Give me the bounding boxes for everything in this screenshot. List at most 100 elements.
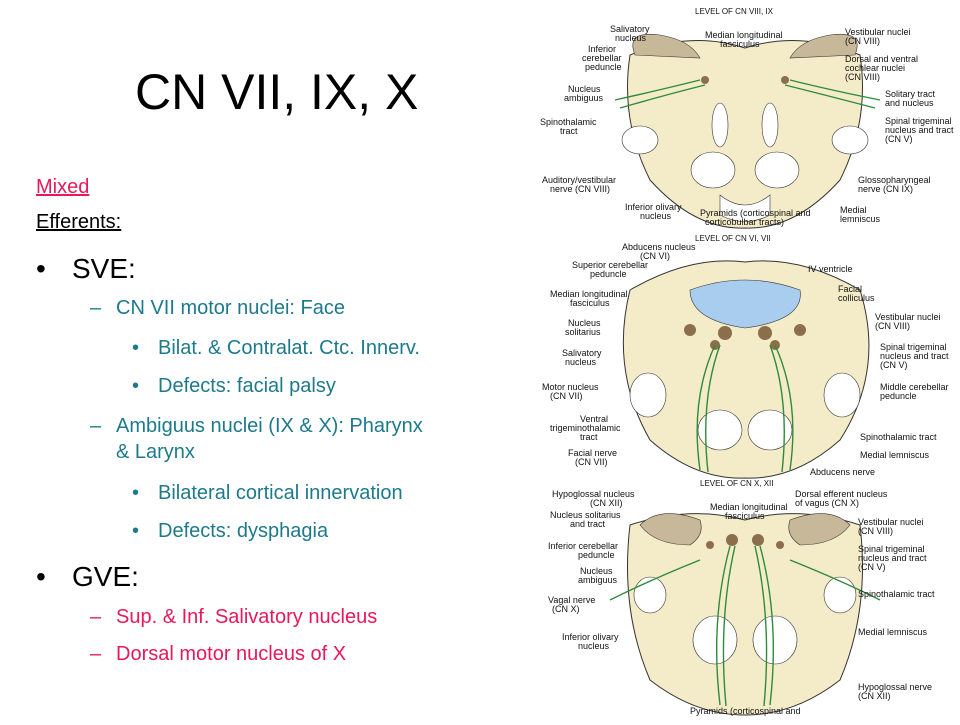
dash-marker: – bbox=[90, 606, 102, 628]
p3-label: nucleus and tract bbox=[858, 553, 927, 563]
p1-label: nerve (CN IX) bbox=[858, 184, 913, 194]
panel-cn6-7: LEVEL OF CN VI, VII Abducens nucleus (CN… bbox=[542, 234, 949, 479]
slide-title: CN VII, IX, X bbox=[135, 64, 419, 120]
p1-label: Salivatory bbox=[610, 24, 650, 34]
bilat-item: Bilat. & Contralat. Ctc. Innerv. bbox=[158, 337, 420, 359]
panel2-header: LEVEL OF CN VI, VII bbox=[695, 234, 771, 243]
defects-facial-item: Defects: facial palsy bbox=[158, 375, 336, 397]
dot-marker: • bbox=[132, 520, 140, 542]
p1-label: fasciculus bbox=[720, 39, 760, 49]
bullet-marker: • bbox=[36, 561, 46, 592]
p1-label: cochlear nuclei bbox=[845, 63, 905, 73]
p3-label: Hypoglossal nerve bbox=[858, 682, 932, 692]
p3-label: Nucleus solitarius bbox=[550, 510, 621, 520]
p3-label: Dorsal efferent nucleus bbox=[795, 489, 888, 499]
p2-label: Spinothalamic tract bbox=[860, 432, 937, 442]
p1-label: (CN V) bbox=[885, 134, 913, 144]
dash-marker: – bbox=[90, 297, 102, 319]
panel3-header: LEVEL OF CN X, XII bbox=[700, 479, 774, 488]
p2-label: (CN VIII) bbox=[875, 321, 910, 331]
efferents-label: Efferents: bbox=[36, 211, 122, 233]
p2-label: Abducens nerve bbox=[810, 467, 875, 477]
dot-marker: • bbox=[132, 337, 140, 359]
dorsal-motor-item: Dorsal motor nucleus of X bbox=[116, 643, 347, 665]
p1-label: nucleus bbox=[615, 33, 647, 43]
p3-label: Vagal nerve bbox=[548, 595, 595, 605]
p2-label: peduncle bbox=[880, 391, 917, 401]
p2-label: Facial bbox=[838, 284, 862, 294]
p1-label: Solitary tract bbox=[885, 89, 936, 99]
p3-label: Hypoglossal nucleus bbox=[552, 489, 635, 499]
p1-label: Pyramids (corticospinal and bbox=[700, 208, 811, 218]
dot-marker: • bbox=[132, 482, 140, 504]
p1-label: cerebellar bbox=[582, 53, 622, 63]
panel-cn10-12: LEVEL OF CN X, XII Hypoglossal nucleus (… bbox=[548, 479, 935, 716]
p1-label: nucleus bbox=[640, 211, 672, 221]
p2-label: tract bbox=[580, 432, 598, 442]
ambiguus-item-line2: & Larynx bbox=[116, 441, 195, 463]
p2-label: (CN VII) bbox=[550, 391, 583, 401]
p2-label: nucleus and tract bbox=[880, 351, 949, 361]
p1-label: (CN VIII) bbox=[845, 36, 880, 46]
p3-label: (CN VIII) bbox=[858, 526, 893, 536]
bullet-marker: • bbox=[36, 253, 46, 284]
p1-label: Spinothalamic bbox=[540, 117, 597, 127]
p3-label: Nucleus bbox=[580, 566, 613, 576]
p3-label: Median longitudinal bbox=[710, 502, 788, 512]
brainstem-diagram: LEVEL OF CN VIII, IX Salivatory nucleus … bbox=[540, 7, 954, 716]
p1-label: lemniscus bbox=[840, 214, 881, 224]
p3-label: (CN XII) bbox=[858, 691, 891, 701]
p1-label: corticobulbar tracts) bbox=[705, 217, 784, 227]
p1-label: peduncle bbox=[585, 62, 622, 72]
panel1-header: LEVEL OF CN VIII, IX bbox=[695, 7, 774, 16]
p3-label: Spinothalamic tract bbox=[858, 589, 935, 599]
p1-label: Vestibular nuclei bbox=[845, 27, 911, 37]
p3-label: of vagus (CN X) bbox=[795, 498, 859, 508]
p3-label: ambiguus bbox=[578, 575, 618, 585]
p3-label: nucleus bbox=[578, 641, 610, 651]
p3-label: (CN XII) bbox=[590, 498, 623, 508]
p1-label: tract bbox=[560, 126, 578, 136]
p2-label: Spinal trigeminal bbox=[880, 342, 947, 352]
p1-label: nerve (CN VIII) bbox=[550, 184, 610, 194]
bilateral-cortical-item: Bilateral cortical innervation bbox=[158, 482, 403, 504]
p2-label: nucleus bbox=[565, 357, 597, 367]
p3-label: Medial lemniscus bbox=[858, 627, 928, 637]
p2-label: colliculus bbox=[838, 293, 875, 303]
p2-label: Median longitudinal bbox=[550, 289, 628, 299]
p2-label: IV ventricle bbox=[808, 264, 853, 274]
p2-label: Ventral bbox=[580, 414, 608, 424]
p2-label: Nucleus bbox=[568, 318, 601, 328]
p2-label: trigeminothalamic bbox=[550, 423, 621, 433]
ambiguus-item-line1: Ambiguus nuclei (IX & X): Pharynx bbox=[116, 415, 423, 437]
p2-label: Salivatory bbox=[562, 348, 602, 358]
p2-label: Superior cerebellar bbox=[572, 260, 648, 270]
dash-marker: – bbox=[90, 643, 102, 665]
p2-label: Motor nucleus bbox=[542, 382, 599, 392]
p1-label: Median longitudinal bbox=[705, 30, 783, 40]
p3-label: peduncle bbox=[578, 550, 615, 560]
dot-marker: • bbox=[132, 375, 140, 397]
p1-label: Nucleus bbox=[568, 84, 601, 94]
p3-label: (CN V) bbox=[858, 562, 886, 572]
p2-label: fasciculus bbox=[570, 298, 610, 308]
p2-label: Abducens nucleus bbox=[622, 242, 696, 252]
p3-label: fasciculus bbox=[725, 511, 765, 521]
panel-cn8-9: LEVEL OF CN VIII, IX Salivatory nucleus … bbox=[540, 7, 954, 229]
gve-heading: GVE: bbox=[72, 561, 139, 592]
p1-label: Spinal trigeminal bbox=[885, 116, 952, 126]
p1-label: Inferior olivary bbox=[625, 202, 682, 212]
p1-label: nucleus and tract bbox=[885, 125, 954, 135]
p1-label: (CN VIII) bbox=[845, 72, 880, 82]
p1-label: Inferior bbox=[588, 44, 616, 54]
p3-label: and tract bbox=[570, 519, 606, 529]
p2-label: Medial lemniscus bbox=[860, 450, 930, 460]
p2-label: solitarius bbox=[565, 327, 601, 337]
cn7-motor-item: CN VII motor nuclei: Face bbox=[116, 297, 345, 319]
p2-label: Facial nerve bbox=[568, 448, 617, 458]
p1-label: Auditory/vestibular bbox=[542, 175, 616, 185]
p2-label: (CN V) bbox=[880, 360, 908, 370]
defects-dysphagia-item: Defects: dysphagia bbox=[158, 520, 329, 542]
p1-label: and nucleus bbox=[885, 98, 934, 108]
